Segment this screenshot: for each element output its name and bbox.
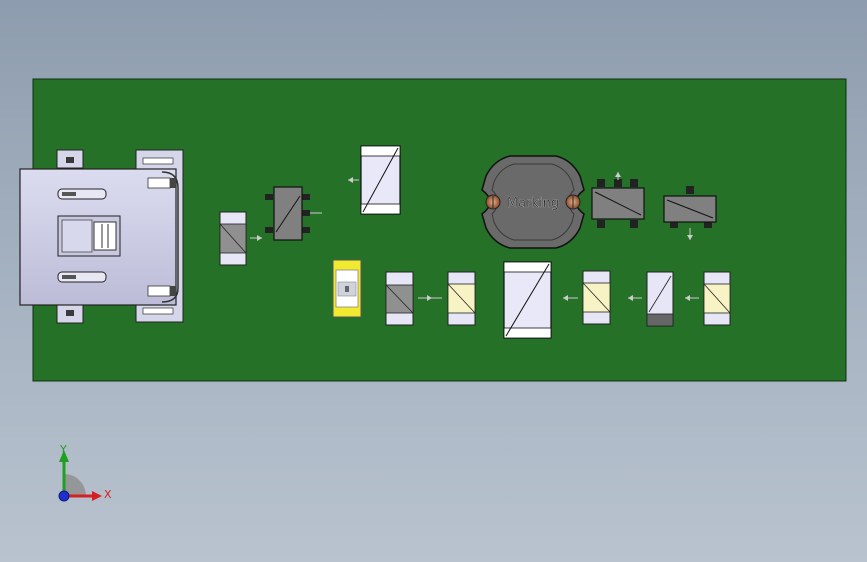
rotation-arc-icon xyxy=(64,474,86,496)
z-axis-icon xyxy=(58,490,70,502)
capacitor-icon[interactable] xyxy=(447,271,476,326)
capacitor-icon[interactable] xyxy=(503,261,578,339)
sot-transistor-icon[interactable] xyxy=(265,186,322,241)
led-icon[interactable] xyxy=(332,259,362,318)
y-axis-label: Y xyxy=(59,443,67,456)
power-inductor-icon[interactable]: Marking xyxy=(481,155,585,249)
x-axis-label: X xyxy=(104,488,112,501)
capacitor-icon[interactable] xyxy=(348,145,401,215)
sot-ic-icon[interactable] xyxy=(591,172,645,228)
capacitor-icon[interactable] xyxy=(582,270,642,325)
inductor-marking-label: Marking xyxy=(507,196,559,211)
resistor-icon[interactable] xyxy=(385,271,442,326)
diode-icon[interactable] xyxy=(646,271,699,327)
resistor-icon[interactable] xyxy=(219,211,262,266)
coordinate-triad: Y X xyxy=(58,443,112,502)
sot-transistor-icon[interactable] xyxy=(663,186,717,240)
usb-connector-icon[interactable] xyxy=(19,149,184,324)
capacitor-icon[interactable] xyxy=(703,271,731,326)
